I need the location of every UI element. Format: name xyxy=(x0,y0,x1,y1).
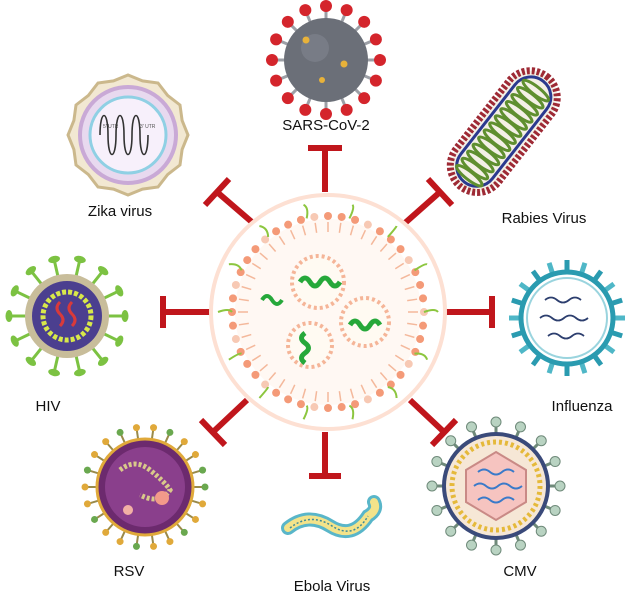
label-ebola-virus: Ebola Virus xyxy=(293,578,371,595)
label-sars-cov-2: SARS-CoV-2 xyxy=(282,117,370,134)
inhibitor-arrow-ebola xyxy=(309,432,341,479)
lnp-inner-vesicles xyxy=(260,254,391,369)
inhibitor-arrow-hiv xyxy=(160,296,212,328)
inhibitor-arrows xyxy=(160,145,495,479)
label-rsv: RSV xyxy=(113,563,145,580)
rsv-icon xyxy=(81,424,209,550)
zika-virus-icon: 5' UTR 3' UTR xyxy=(66,73,190,197)
ebola-virus-icon xyxy=(281,495,383,539)
hiv-icon xyxy=(5,255,129,377)
svg-text:5' UTR: 5' UTR xyxy=(103,124,119,130)
inhibitor-arrow-rsv xyxy=(198,397,250,448)
label-rabies-virus: Rabies Virus xyxy=(501,210,587,227)
inhibitor-arrow-cmv xyxy=(407,397,459,448)
label-influenza: Influenza xyxy=(551,398,613,415)
inhibitor-arrow-sars xyxy=(308,145,342,192)
lnp-peg-lipids xyxy=(217,203,439,420)
label-zika-virus: Zika virus xyxy=(87,203,153,220)
rabies-virus-icon xyxy=(446,67,561,196)
inhibitor-arrow-influenza xyxy=(443,296,495,328)
cmv-icon xyxy=(426,416,566,556)
label-hiv: HIV xyxy=(35,398,61,415)
inhibitor-arrow-rabies xyxy=(403,176,455,226)
inhibitor-arrow-zika xyxy=(202,176,255,226)
lipid-nanoparticle-icon xyxy=(209,193,447,431)
influenza-icon xyxy=(509,260,625,376)
sars-cov-2-icon xyxy=(266,0,386,120)
svg-text:3' UTR: 3' UTR xyxy=(140,124,156,130)
label-cmv: CMV xyxy=(503,563,537,580)
